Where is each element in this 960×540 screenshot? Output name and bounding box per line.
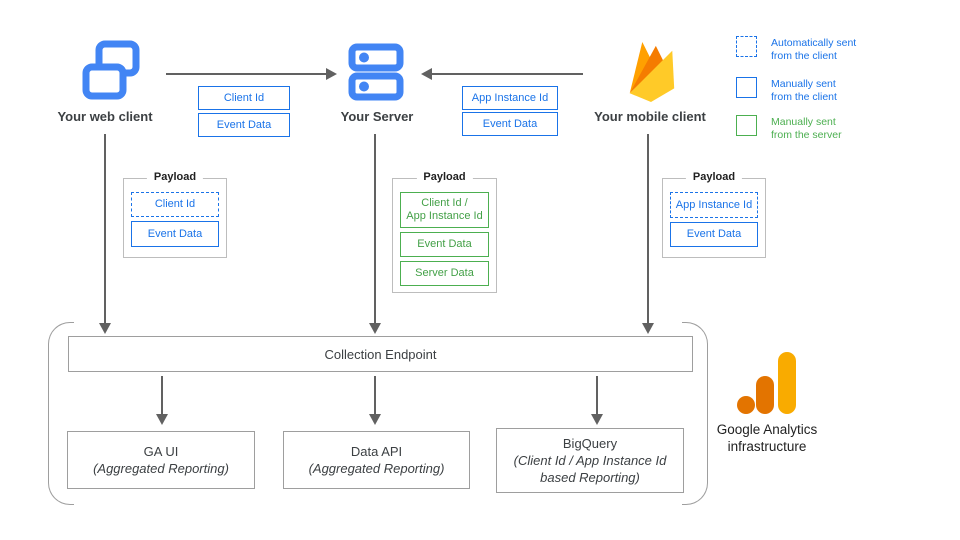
- payload-title: Payload: [685, 171, 743, 183]
- legend-swatch-solid-green: [736, 115, 757, 136]
- output-title: Data API: [350, 444, 403, 459]
- arrowhead-down-icon: [369, 323, 381, 334]
- web-client-label: Your web client: [57, 109, 153, 124]
- arrowhead-left-icon: [421, 68, 432, 80]
- arrowhead-down-icon: [156, 414, 168, 425]
- arrow-mobile-to-server: [432, 73, 583, 75]
- payload-title: Payload: [416, 171, 473, 183]
- arrow-web-down: [104, 134, 106, 324]
- web-windows-icon: [82, 40, 140, 100]
- output-box-data-api: Data API (Aggregated Reporting): [283, 431, 470, 489]
- output-box-ga-ui: GA UI (Aggregated Reporting): [67, 431, 255, 489]
- output-title: BigQuery: [562, 436, 618, 451]
- arrowhead-down-icon: [642, 323, 654, 334]
- legend-item-manual-client: Manually sent from the client: [736, 77, 837, 104]
- google-analytics-logo-bar-tall: [778, 352, 796, 414]
- google-analytics-logo-bar-mid: [756, 376, 774, 414]
- arrow-endpoint-bigquery: [596, 376, 598, 414]
- collection-endpoint-box: Collection Endpoint: [68, 336, 693, 372]
- payload-item-client-or-app-id: Client Id / App Instance Id: [400, 192, 489, 228]
- output-subtitle: (Aggregated Reporting): [93, 461, 229, 476]
- payload-item-app-instance-id: App Instance Id: [670, 192, 758, 218]
- payload-item-server-data: Server Data: [400, 261, 489, 286]
- payload-item-event-data: Event Data: [131, 221, 219, 247]
- legend-label: Manually sent from the client: [771, 78, 837, 103]
- output-box-bigquery: BigQuery (Client Id / App Instance Id ba…: [496, 428, 684, 493]
- arrow-endpoint-dataapi: [374, 376, 376, 414]
- firebase-icon: [629, 42, 675, 102]
- google-analytics-logo-dot: [737, 396, 755, 414]
- output-subtitle: (Client Id / App Instance Id based Repor…: [513, 453, 667, 485]
- legend-swatch-dashed-blue: [736, 36, 757, 57]
- payload-mobile: Payload App Instance Id Event Data: [662, 171, 766, 258]
- arrow-endpoint-gaui: [161, 376, 163, 414]
- mobile-client-label: Your mobile client: [594, 109, 706, 124]
- arrowhead-right-icon: [326, 68, 337, 80]
- google-analytics-infrastructure-label: Google Analytics infrastructure: [716, 422, 818, 454]
- param-event-data: Event Data: [462, 112, 558, 136]
- payload-item-client-id: Client Id: [131, 192, 219, 217]
- legend-swatch-solid-blue: [736, 77, 757, 98]
- legend-label: Automatically sent from the client: [771, 37, 857, 62]
- arrowhead-down-icon: [369, 414, 381, 425]
- arrow-mobile-down: [647, 134, 649, 324]
- legend-label: Manually sent from the server: [771, 116, 842, 141]
- arrowhead-down-icon: [99, 323, 111, 334]
- param-app-instance-id: App Instance Id: [462, 86, 558, 110]
- arrowhead-down-icon: [591, 414, 603, 425]
- payload-item-event-data: Event Data: [400, 232, 489, 257]
- server-icon: [348, 43, 404, 101]
- param-event-data: Event Data: [198, 113, 290, 137]
- param-client-id: Client Id: [198, 86, 290, 110]
- legend-item-manual-server: Manually sent from the server: [736, 115, 842, 142]
- server-label: Your Server: [340, 109, 414, 124]
- payload-server: Payload Client Id / App Instance Id Even…: [392, 171, 497, 293]
- payload-web: Payload Client Id Event Data: [123, 171, 227, 258]
- output-title: GA UI: [143, 444, 179, 459]
- arrow-server-down: [374, 134, 376, 324]
- arrow-web-to-server: [166, 73, 327, 75]
- output-subtitle: (Aggregated Reporting): [308, 461, 445, 476]
- payload-item-event-data: Event Data: [670, 222, 758, 247]
- legend-item-auto-client: Automatically sent from the client: [736, 36, 856, 63]
- payload-title: Payload: [146, 171, 204, 183]
